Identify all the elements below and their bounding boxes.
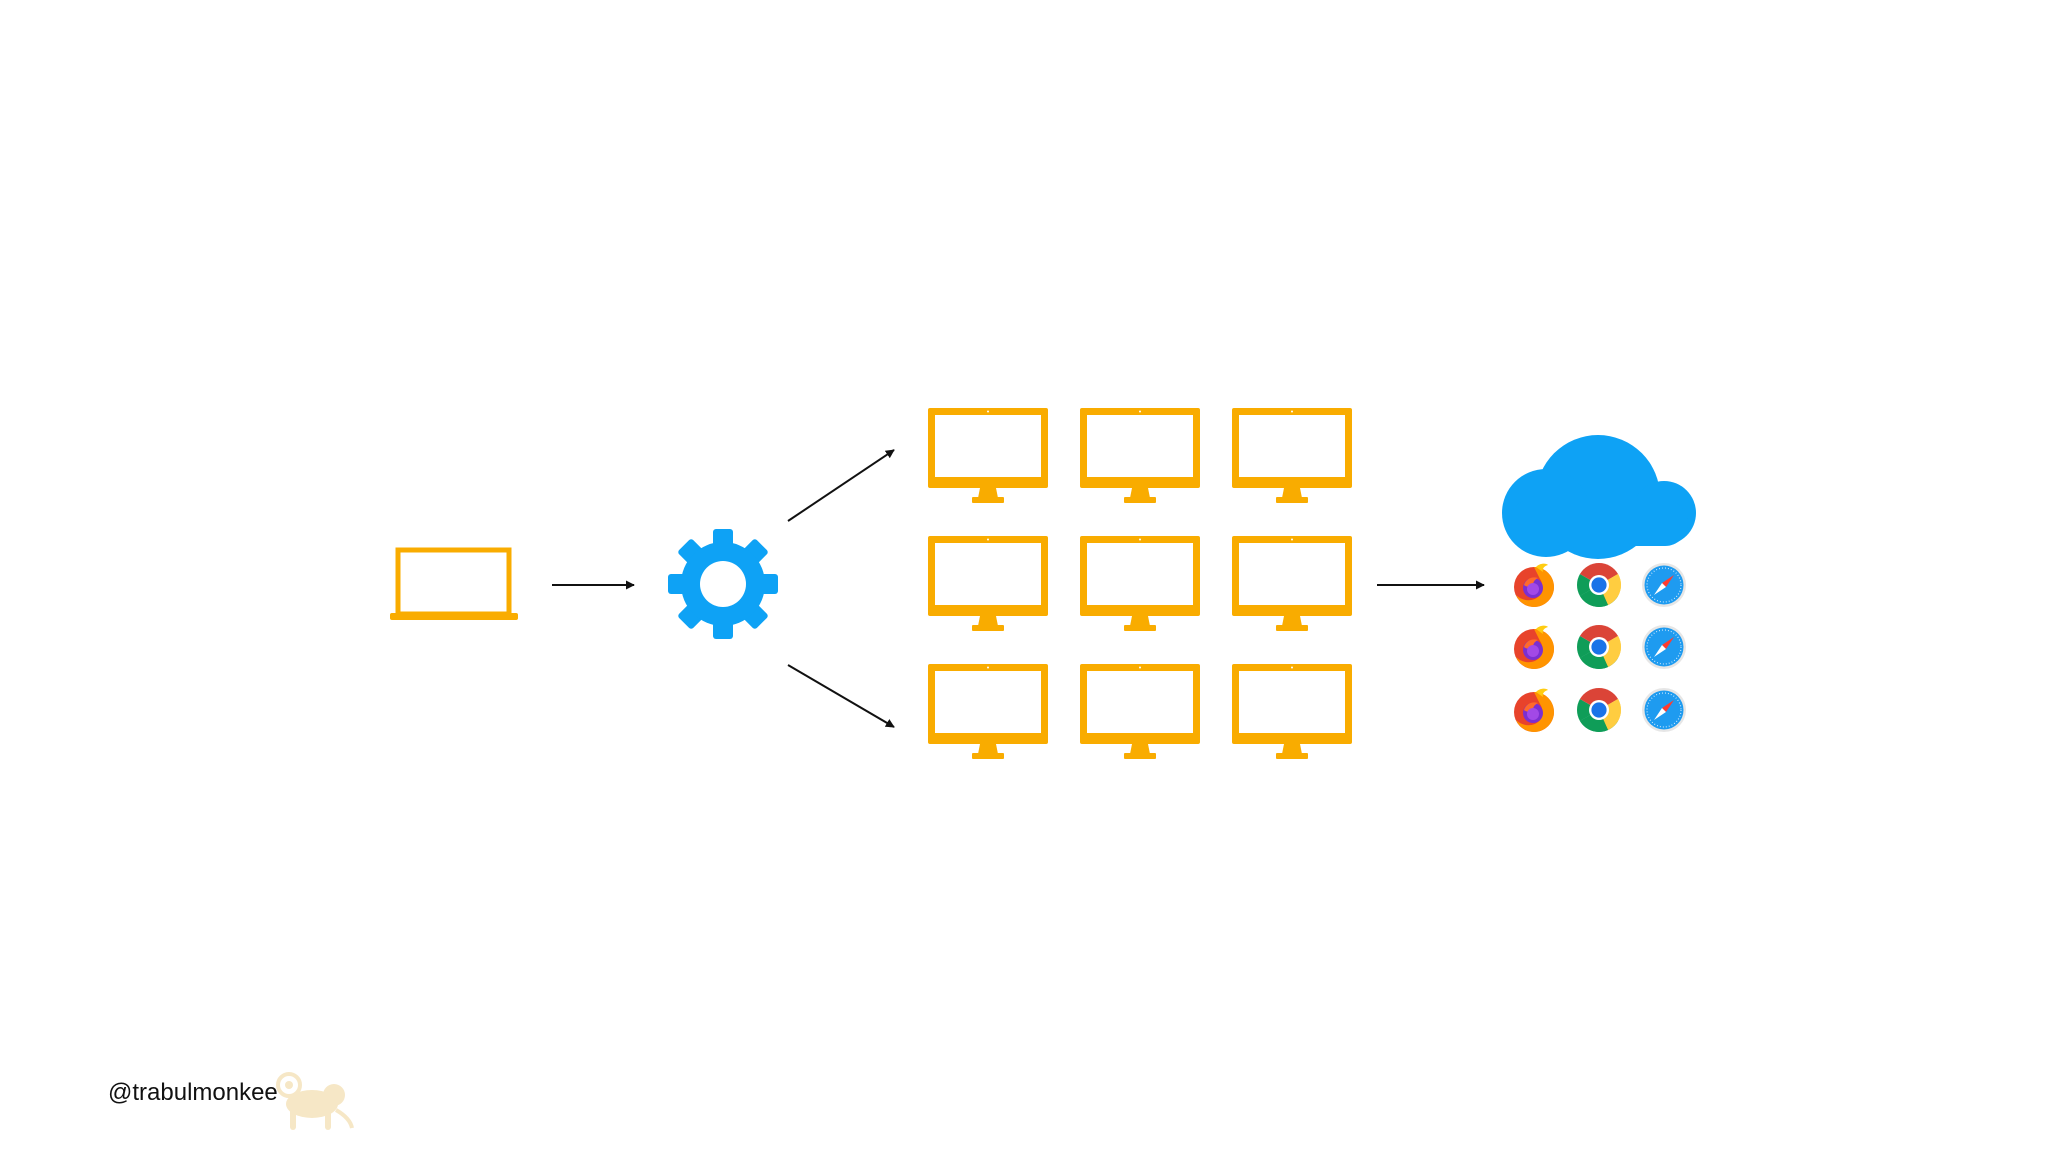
firefox-icon [1514, 625, 1554, 669]
arrow-build-to-machines-top [787, 449, 895, 522]
firefox-icon [1514, 563, 1554, 607]
chrome-icon [1577, 563, 1621, 607]
desktop-monitor-icon [1232, 536, 1352, 631]
desktop-monitor-icon [1080, 664, 1200, 759]
desktop-monitor-icon [928, 408, 1048, 503]
author-handle: @trabulmonkee [108, 1079, 278, 1106]
desktop-monitor-icon [1232, 664, 1352, 759]
firefox-icon [1514, 688, 1554, 732]
desktop-monitor-icon [928, 536, 1048, 631]
monkey-logo-icon [276, 1072, 354, 1130]
gear-icon [668, 529, 778, 639]
desktop-monitor-icon [1080, 408, 1200, 503]
safari-icon [1641, 562, 1687, 608]
safari-icon [1641, 687, 1687, 733]
safari-icon [1641, 624, 1687, 670]
browser-grid [1514, 562, 1687, 733]
desktop-monitor-icon [1232, 408, 1352, 503]
chrome-icon [1577, 625, 1621, 669]
test-machines-grid [928, 408, 1352, 759]
cloud-icon [1502, 435, 1696, 559]
desktop-monitor-icon [928, 664, 1048, 759]
arrow-build-to-machines-bottom [787, 664, 895, 728]
laptop-icon [390, 547, 518, 620]
chrome-icon [1577, 688, 1621, 732]
desktop-monitor-icon [1080, 536, 1200, 631]
